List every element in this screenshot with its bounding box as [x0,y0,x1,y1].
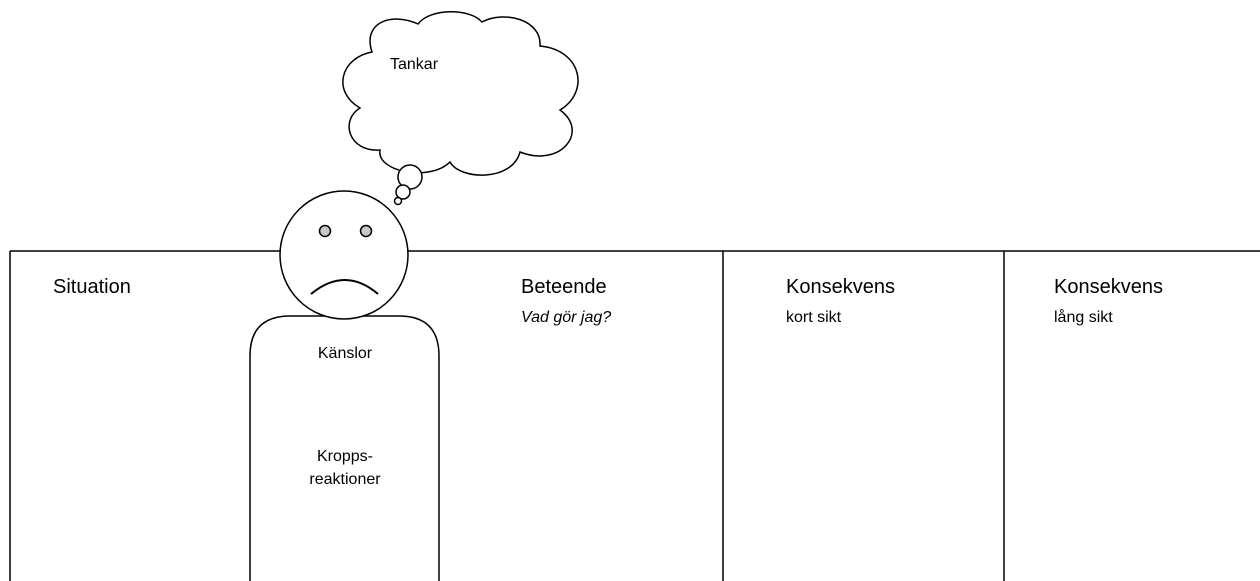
sad-face [279,190,409,320]
column-subtitle-consequence-short: kort sikt [786,309,842,326]
thought-cloud [342,11,579,206]
face-right-eye [359,224,373,238]
thought-label: Tankar [390,56,439,73]
column-subtitle-behavior: Vad gör jag? [521,309,612,326]
column-title-situation: Situation [53,276,131,298]
column-title-behavior: Beteende [521,276,607,298]
thought-bubble-medium [395,184,411,200]
column-title-consequence-short: Konsekvens [786,276,895,298]
column-title-consequence-long: Konsekvens [1054,276,1163,298]
face-frown [310,279,379,295]
thought-cloud-shape [342,11,579,176]
body-reactions-label-line1: Kropps- [316,448,374,465]
column-subtitle-consequence-long: lång sikt [1054,309,1113,326]
table-frame [9,250,1260,581]
emotions-label: Känslor [317,345,373,362]
body-reactions-label-line2: reaktioner [309,471,381,488]
face-head [279,190,409,320]
thought-bubble-small [393,196,403,206]
face-left-eye [318,224,332,238]
